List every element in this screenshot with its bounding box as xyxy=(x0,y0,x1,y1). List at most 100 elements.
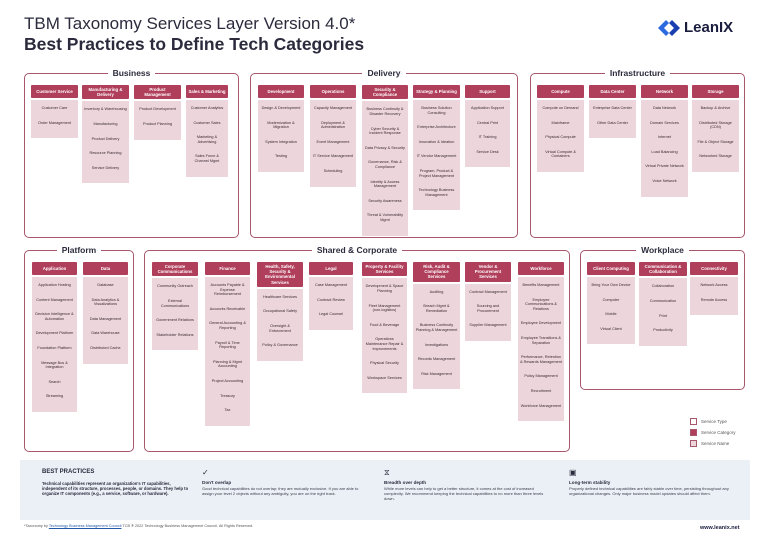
service-name: Internet xyxy=(658,135,671,140)
service-name: Operations Maintenance Repair & Improvem… xyxy=(365,337,404,351)
category-header: Data Center xyxy=(589,85,636,98)
service-name: Program, Product & Project Management xyxy=(418,168,455,178)
footnote: *Taxonomy by Technology Business Managem… xyxy=(24,524,253,528)
service-name: Oversight & Enforcement xyxy=(269,324,291,333)
section-title: Business xyxy=(25,67,238,79)
service-name: Treasury xyxy=(220,393,235,398)
category-header: Connectivity xyxy=(690,262,738,275)
service-name: Contract Management xyxy=(469,289,507,294)
website-link[interactable]: www.leanix.net xyxy=(700,525,740,531)
category-header: Health, Safety, Security & Environmental… xyxy=(257,262,303,287)
service-name: Auditing xyxy=(429,289,444,294)
service-name: Accounts Payable & Expense Reimbursement xyxy=(210,283,245,297)
service-name: Product Planning xyxy=(143,122,172,126)
service-name: Legal Counsel xyxy=(318,312,344,317)
leanix-logo: LeanIX xyxy=(658,18,748,38)
service-name: Virtual Client xyxy=(600,326,622,331)
service-name: Customer Analytics xyxy=(190,106,224,110)
service-name: Compute on Demand xyxy=(542,106,579,110)
service-name: Supplier Management xyxy=(469,323,507,328)
calendar-icon: ▣ xyxy=(569,468,577,477)
service-name: Employee Communications & Relations xyxy=(525,297,557,311)
category-header: Property & Facility Services xyxy=(362,262,407,277)
service-name: Business Solution Consulting xyxy=(421,106,452,115)
service-name: Performance, Retention & Rewards Managem… xyxy=(520,355,562,364)
service-name: Cyber Security & Incident Response xyxy=(369,126,401,136)
category-header: Storage xyxy=(692,85,739,98)
legend-label: Service Name xyxy=(701,441,730,446)
service-name: Recruitment xyxy=(530,388,552,393)
service-name: Content Management xyxy=(36,297,73,302)
best-practices-title: BEST PRACTICES xyxy=(42,469,95,475)
service-name: Mobile xyxy=(605,312,617,317)
service-name: Virtual Private Network xyxy=(645,164,684,169)
best-practices-intro: Technical capabilities represent an orga… xyxy=(42,481,189,497)
service-name: Payroll & Time Reporting xyxy=(215,340,240,350)
service-name: Innovation & Ideation xyxy=(418,139,455,144)
service-name: Print xyxy=(659,313,667,318)
service-name: Community Outreach xyxy=(157,284,193,289)
service-name: Business Continuity Planning & Managemen… xyxy=(415,323,458,332)
service-name: Resource Planning xyxy=(89,151,122,156)
tbm-council-link[interactable]: Technology Business Management Council xyxy=(48,524,122,528)
section-title-text: Workplace xyxy=(636,245,689,255)
service-name: Employee Transitions & Separation xyxy=(521,335,561,345)
service-name: Technology Business Management xyxy=(418,188,455,197)
category-header: Client Computing xyxy=(587,262,635,275)
category-header: Workforce xyxy=(518,262,564,275)
service-name: Occupational Safety xyxy=(263,309,297,314)
service-name: Load Balancing xyxy=(651,149,678,154)
category-header: Finance xyxy=(205,262,250,275)
page-title: TBM Taxonomy Services Layer Version 4.0* xyxy=(24,14,356,33)
service-name: Accounts Receivable xyxy=(209,306,246,311)
section-title: Shared & Corporate xyxy=(145,244,569,256)
service-name: Application Hosting xyxy=(38,283,71,287)
service-name: File & Object Storage xyxy=(697,139,734,144)
service-name: Customer Sales xyxy=(193,120,221,125)
service-name: Development & Space Planning xyxy=(365,284,404,293)
category-header: Sales & Marketing xyxy=(186,85,228,98)
service-name: Policy & Governance xyxy=(262,343,298,348)
category-header: Strategy & Planning xyxy=(413,85,460,98)
service-name: Security Awareness xyxy=(368,198,402,203)
page-subtitle: Best Practices to Define Tech Categories xyxy=(24,34,365,54)
service-name: IT Service Management xyxy=(312,154,354,159)
legend-swatch xyxy=(690,440,697,447)
service-name: Distributed Storage (CDN) xyxy=(699,120,732,130)
service-name: Remote Access xyxy=(700,297,728,302)
service-name: Search xyxy=(48,379,61,384)
service-name: Event Management xyxy=(316,139,350,144)
service-name: Workspace Services xyxy=(367,375,402,380)
service-name: Stakeholder Relations xyxy=(156,332,194,337)
category-header: Manufacturing & Delivery xyxy=(82,85,129,100)
service-name: Networked Storage xyxy=(699,154,732,159)
service-name: Message Bus & Integration xyxy=(41,360,68,370)
category-header: Corporate Communications xyxy=(152,262,198,277)
service-name: Data Warehouse xyxy=(91,331,120,336)
